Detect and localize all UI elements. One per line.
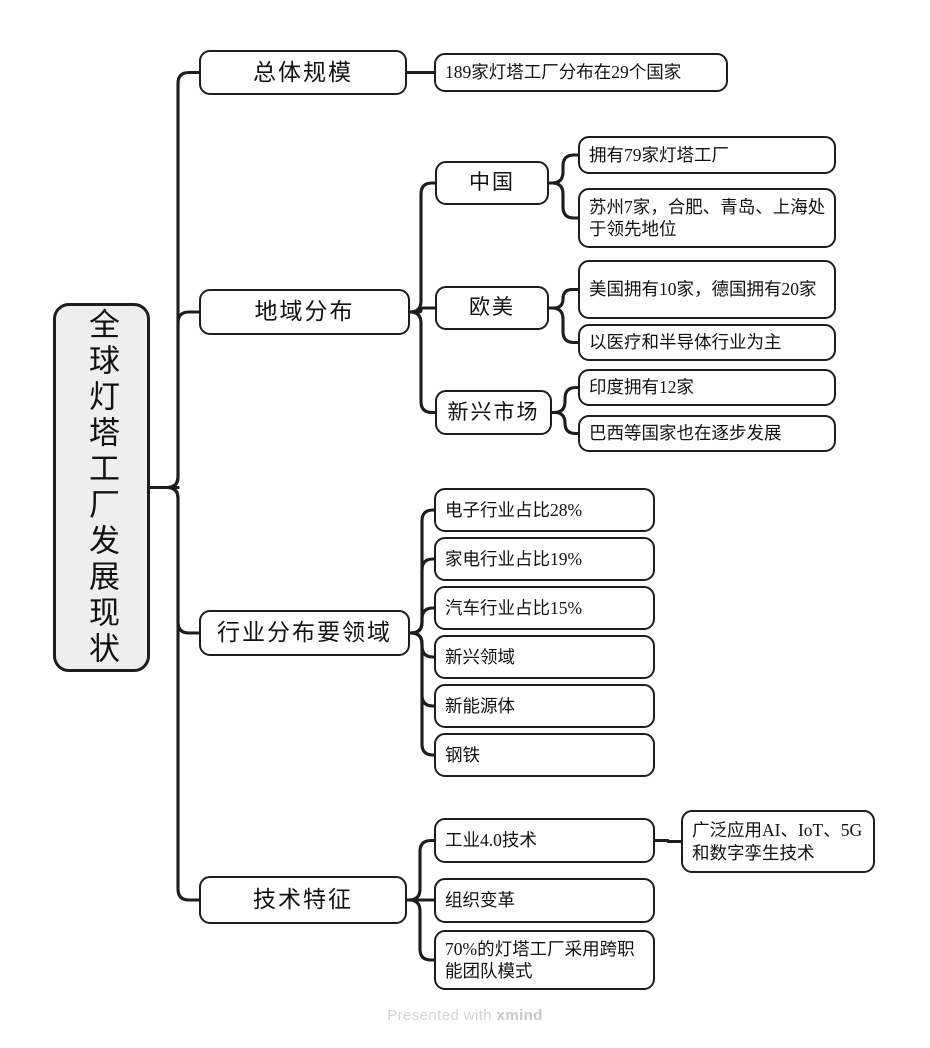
- leaf-label-automotive: 汽车行业占比15%: [445, 597, 583, 618]
- link-branch-node-industry-distribution-3: [408, 631, 436, 659]
- watermark: Presented with xmind: [0, 1007, 930, 1024]
- branch-label-regional-distribution: 地域分布: [254, 299, 355, 325]
- branch-node-overall-scale[interactable]: 总体规模: [199, 50, 407, 95]
- leaf-node-medical-semiconductor[interactable]: 以医疗和半导体行业为主: [578, 324, 836, 361]
- leaf-label-new-energy: 新能源体: [445, 695, 515, 716]
- sub-node-europe-america[interactable]: 欧美: [435, 286, 549, 330]
- link-leaf-node-industry-40-0: [653, 838, 683, 844]
- leaf-label-emerging-fields: 新兴领域: [445, 646, 515, 667]
- watermark-prefix: Presented with: [387, 1007, 497, 1024]
- branch-label-industry-distribution: 行业分布要领域: [217, 620, 392, 646]
- sub-node-china[interactable]: 中国: [435, 161, 549, 205]
- link-trunk-branch-1: [165, 310, 201, 490]
- leaf-label-china-count: 拥有79家灯塔工厂: [589, 144, 729, 165]
- leaf-label-overall-scale-detail: 189家灯塔工厂分布在29个国家: [445, 62, 682, 82]
- link-branch-node-industry-distribution-0: [408, 508, 436, 635]
- link-branch-node-regional-distribution-2: [408, 310, 437, 415]
- leaf-node-india-count[interactable]: 印度拥有12家: [578, 369, 836, 406]
- leaf-label-us-germany-count: 美国拥有10家，德国拥有20家: [589, 279, 817, 300]
- sub-label-europe-america: 欧美: [469, 295, 515, 320]
- link-sub-node-emerging-markets-0: [550, 385, 580, 415]
- link-sub-node-china-1: [547, 181, 580, 220]
- leaf-node-brazil-growth[interactable]: 巴西等国家也在逐步发展: [578, 415, 836, 452]
- leaf-node-emerging-fields[interactable]: 新兴领域: [434, 635, 655, 679]
- sub-label-emerging-markets: 新兴市场: [447, 399, 540, 424]
- leaf-node-us-germany-count[interactable]: 美国拥有10家，德国拥有20家: [578, 260, 836, 319]
- leaf-label-medical-semiconductor: 以医疗和半导体行业为主: [589, 332, 782, 352]
- leaf-label-steel: 钢铁: [445, 744, 480, 765]
- link-branch-node-technology-features-2: [405, 898, 436, 962]
- leaf-node-china-cities[interactable]: 苏州7家，合肥、青岛、上海处于领先地位: [578, 188, 836, 248]
- leaf-label-cross-functional-teams: 70%的灯塔工厂采用跨职能团队模式: [445, 938, 635, 981]
- link-branch-node-regional-distribution-1: [408, 306, 437, 314]
- leaf-node-china-count[interactable]: 拥有79家灯塔工厂: [578, 136, 836, 174]
- leaf-node-organizational-change[interactable]: 组织变革: [434, 878, 655, 923]
- leaf-node-cross-functional-teams[interactable]: 70%的灯塔工厂采用跨职能团队模式: [434, 930, 655, 990]
- branch-node-industry-distribution[interactable]: 行业分布要领域: [199, 610, 410, 656]
- link-branch-node-industry-distribution-2: [408, 606, 436, 635]
- leaf-node-steel[interactable]: 钢铁: [434, 733, 655, 777]
- leaf-label-home-appliance: 家电行业占比19%: [445, 548, 583, 569]
- leaf-node-new-energy[interactable]: 新能源体: [434, 684, 655, 728]
- link-sub-node-europe-america-0: [547, 287, 580, 310]
- leaf-label-organizational-change: 组织变革: [445, 890, 515, 910]
- link-trunk-branch-2: [165, 485, 201, 635]
- leaf-label-brazil-growth: 巴西等国家也在逐步发展: [589, 423, 782, 443]
- link-branch-node-industry-distribution-4: [408, 631, 436, 708]
- branch-node-technology-features[interactable]: 技术特征: [199, 876, 407, 924]
- leaf-label-industry-40: 工业4.0技术: [445, 830, 537, 850]
- link-branch-node-regional-distribution-0: [408, 181, 437, 314]
- leaf-label-ai-iot-5g: 广泛应用AI、IoT、5G和数字孪生技术: [692, 820, 863, 863]
- link-sub-node-europe-america-1: [547, 306, 580, 345]
- branch-node-regional-distribution[interactable]: 地域分布: [199, 289, 410, 335]
- root-node[interactable]: 全球灯塔工厂发展现状: [53, 303, 150, 672]
- link-trunk-branch-3: [165, 485, 201, 902]
- leaf-node-overall-scale-detail[interactable]: 189家灯塔工厂分布在29个国家: [434, 53, 728, 92]
- link-trunk-branch-0: [165, 70, 201, 490]
- leaf-node-industry-40[interactable]: 工业4.0技术: [434, 818, 655, 863]
- leaf-node-electronics[interactable]: 电子行业占比28%: [434, 488, 655, 532]
- leaf-label-india-count: 印度拥有12家: [589, 377, 694, 397]
- leaf-label-china-cities: 苏州7家，合肥、青岛、上海处于领先地位: [589, 196, 826, 239]
- leaf-node-ai-iot-5g[interactable]: 广泛应用AI、IoT、5G和数字孪生技术: [681, 810, 875, 873]
- leaf-label-electronics: 电子行业占比28%: [445, 499, 583, 520]
- leaf-node-home-appliance[interactable]: 家电行业占比19%: [434, 537, 655, 581]
- link-branch-node-industry-distribution-5: [408, 631, 436, 757]
- link-branch-node-technology-features-0: [405, 838, 436, 902]
- link-branch-node-industry-distribution-1: [408, 557, 436, 635]
- branch-label-technology-features: 技术特征: [253, 887, 353, 913]
- link-sub-node-china-0: [547, 153, 580, 185]
- branch-label-overall-scale: 总体规模: [253, 59, 353, 85]
- root-node-label: 全球灯塔工厂发展现状: [84, 307, 119, 668]
- watermark-brand: xmind: [496, 1007, 543, 1024]
- sub-label-china: 中国: [469, 170, 515, 195]
- leaf-node-automotive[interactable]: 汽车行业占比15%: [434, 586, 655, 630]
- link-sub-node-emerging-markets-1: [550, 410, 580, 436]
- sub-node-emerging-markets[interactable]: 新兴市场: [435, 390, 552, 435]
